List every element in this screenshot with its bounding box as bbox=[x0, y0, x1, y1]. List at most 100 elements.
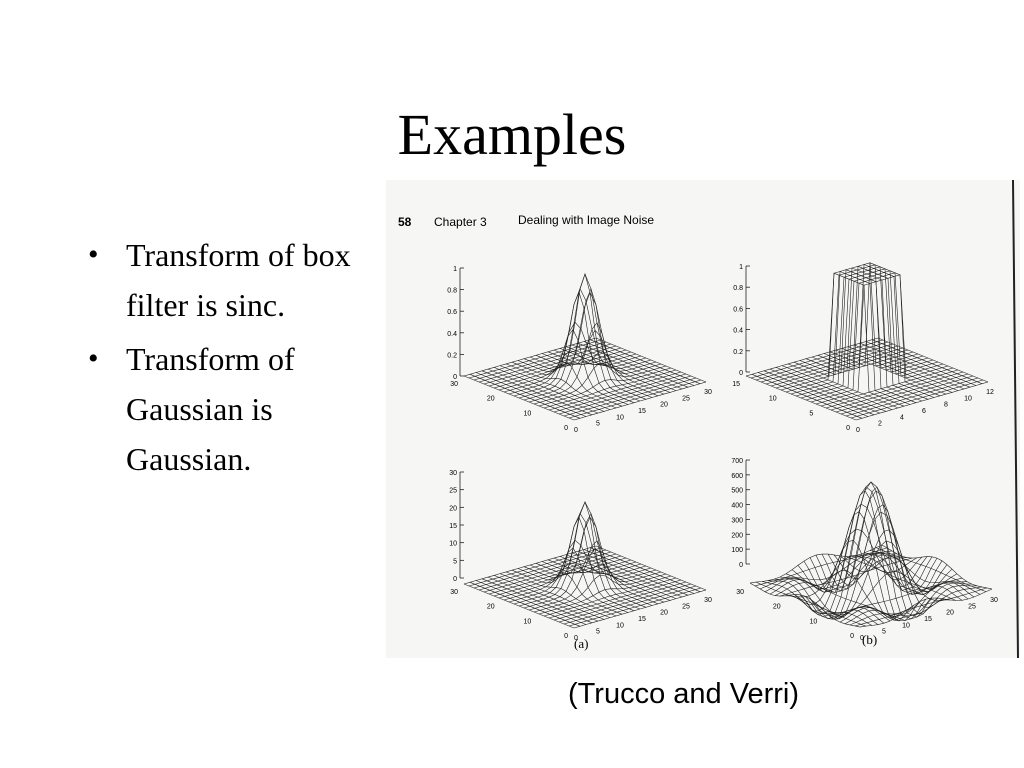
surface-grid-line bbox=[799, 271, 911, 405]
left-axis-tick-label: 10 bbox=[524, 618, 532, 625]
surface-grid-line bbox=[799, 486, 933, 615]
surface-grid-line bbox=[493, 349, 627, 389]
surface-grid-line bbox=[505, 571, 617, 617]
left-axis-tick-label: 5 bbox=[809, 410, 813, 417]
surface-grid-line bbox=[541, 540, 653, 606]
surface-grid-line bbox=[559, 348, 671, 393]
surface-grid-line bbox=[794, 503, 928, 612]
surface-grid-line bbox=[553, 349, 665, 395]
right-axis-tick-label: 2 bbox=[878, 421, 882, 428]
surface-grid-line bbox=[547, 351, 659, 397]
right-axis-tick-label: 6 bbox=[922, 408, 926, 415]
right-axis-tick-label: 25 bbox=[682, 603, 690, 610]
surface-grid-line bbox=[577, 550, 689, 596]
surface-grid-line bbox=[845, 556, 957, 601]
z-tick-label: 0.6 bbox=[733, 306, 743, 313]
surface-grid-line bbox=[770, 347, 904, 387]
right-axis-tick-label: 30 bbox=[990, 597, 998, 604]
left-axis-tick-label: 20 bbox=[487, 604, 495, 611]
z-tick-label: 0.6 bbox=[447, 309, 457, 316]
surface-grid-line bbox=[589, 339, 701, 384]
surface-grid-line bbox=[511, 361, 623, 407]
right-axis-tick-label: 15 bbox=[638, 616, 646, 623]
right-axis-tick-label: 30 bbox=[704, 597, 712, 604]
z-tick-label: 700 bbox=[731, 458, 743, 465]
surface-grid-line bbox=[833, 529, 945, 608]
surface-grid-line bbox=[595, 337, 707, 383]
z-tick-label: 0 bbox=[739, 562, 743, 569]
surface-grid-line bbox=[769, 554, 903, 595]
surface-grid-line bbox=[875, 547, 987, 592]
panel-label-a: (a) bbox=[574, 636, 588, 651]
surface-grid-line bbox=[571, 552, 683, 598]
surface-grid-line bbox=[859, 588, 993, 628]
right-axis-tick-label: 20 bbox=[660, 610, 668, 617]
surface-grid-line bbox=[775, 349, 909, 389]
left-axis-tick-label: 10 bbox=[769, 396, 777, 403]
surface-grid-line bbox=[877, 337, 989, 383]
surface-grid-line bbox=[541, 322, 653, 398]
section-title: Dealing with Image Noise bbox=[518, 213, 654, 227]
right-axis-tick-label: 20 bbox=[660, 402, 668, 409]
z-tick-label: 1 bbox=[453, 266, 457, 273]
surface-grid-line bbox=[505, 363, 617, 409]
left-axis-tick-label: 0 bbox=[850, 633, 854, 640]
right-axis-tick-label: 20 bbox=[946, 610, 954, 617]
surface-grid-line bbox=[565, 554, 677, 599]
surface-grid-line bbox=[513, 512, 647, 605]
surface-grid-line bbox=[859, 342, 971, 388]
surface-grid-line bbox=[774, 557, 908, 596]
surface-grid-line bbox=[513, 287, 647, 397]
surface-grid-line bbox=[827, 504, 939, 615]
left-axis-tick-label: 20 bbox=[773, 604, 781, 611]
right-axis-tick-label: 4 bbox=[900, 414, 904, 421]
surface-grid-line bbox=[483, 553, 617, 593]
surface-grid-line bbox=[749, 582, 861, 628]
bullet-icon: • bbox=[88, 238, 99, 271]
left-axis-tick-label: 10 bbox=[810, 618, 818, 625]
surface-grid-line bbox=[811, 267, 923, 402]
right-axis-tick-label: 10 bbox=[902, 622, 910, 629]
z-tick-label: 0.2 bbox=[733, 349, 743, 356]
citation: (Trucco and Verri) bbox=[568, 678, 799, 710]
surface-grid-line bbox=[790, 264, 924, 395]
right-axis-tick-label: 5 bbox=[596, 421, 600, 428]
surface-grid-line bbox=[503, 350, 637, 393]
z-tick-label: 0.8 bbox=[733, 285, 743, 292]
right-axis-tick-label: 15 bbox=[924, 616, 932, 623]
z-tick-label: 0 bbox=[739, 370, 743, 377]
surface-grid-line bbox=[785, 262, 919, 393]
surface-grid-line bbox=[765, 345, 899, 385]
surface-grid-line bbox=[483, 345, 617, 385]
surface-grid-line bbox=[839, 555, 951, 601]
scan-edge-line bbox=[1012, 180, 1019, 658]
surface-grid-line bbox=[793, 272, 905, 407]
z-tick-label: 15 bbox=[449, 523, 457, 530]
surface-grid-line bbox=[488, 555, 622, 595]
bullet-item: • Transform of Gaussian is Gaussian. bbox=[84, 334, 354, 484]
left-axis-tick-label: 0 bbox=[846, 425, 850, 432]
z-tick-label: 500 bbox=[731, 488, 743, 495]
surface-grid-line bbox=[577, 342, 689, 388]
surface-grid-line bbox=[488, 347, 622, 387]
right-axis-tick-label: 25 bbox=[968, 603, 976, 610]
z-tick-label: 25 bbox=[449, 488, 457, 495]
right-axis-tick-label: 10 bbox=[964, 395, 972, 402]
z-tick-label: 1 bbox=[739, 264, 743, 271]
z-tick-label: 600 bbox=[731, 473, 743, 480]
surface-grid-line bbox=[841, 348, 953, 393]
right-axis-tick-label: 15 bbox=[638, 408, 646, 415]
right-axis-tick-label: 5 bbox=[882, 629, 886, 636]
right-axis-tick-label: 0 bbox=[574, 635, 578, 642]
surface-grid-line bbox=[760, 343, 894, 383]
surface-grid-line bbox=[780, 351, 914, 391]
surface-grid-line bbox=[817, 265, 929, 400]
z-tick-label: 0 bbox=[453, 374, 457, 381]
surface-grid-line bbox=[559, 556, 671, 601]
right-axis-tick-label: 0 bbox=[860, 635, 864, 642]
